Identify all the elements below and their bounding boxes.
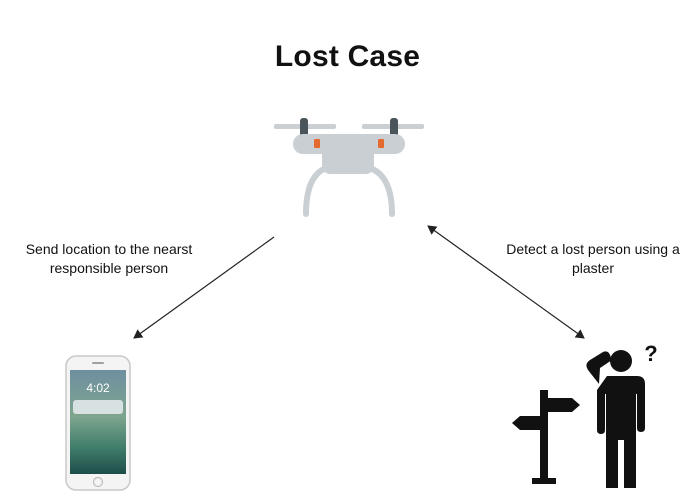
confused-person-icon: ?: [586, 341, 658, 488]
signpost-icon: [512, 390, 580, 484]
drone-leg-right: [367, 165, 395, 217]
phone-time: 4:02: [86, 381, 110, 395]
send-location-label: Send location to the nearst responsible …: [25, 241, 193, 276]
drone-icon: [274, 118, 424, 217]
signpost-sign-right: [544, 398, 580, 412]
signpost-pole: [540, 390, 548, 482]
drone-body: [322, 140, 374, 174]
smartphone-icon: 4:02: [65, 355, 131, 491]
person-body: [597, 376, 645, 488]
phone-home-button: [92, 476, 104, 488]
drone-light-left: [314, 139, 320, 148]
phone-notification: [73, 400, 123, 414]
signpost-sign-left: [512, 416, 544, 430]
question-mark: ?: [644, 341, 657, 366]
phone-screen: [70, 370, 126, 474]
arrow-to-phone: [133, 236, 275, 339]
signpost-base: [532, 478, 556, 484]
person-head: [610, 350, 632, 372]
phone-speaker: [92, 362, 104, 364]
arrow-drone-person: [427, 225, 585, 339]
person-arm-head-scratch: [586, 351, 612, 384]
drone-light-right: [378, 139, 384, 148]
drone-leg-left: [303, 165, 329, 217]
diagram-title: Lost Case: [274, 40, 421, 73]
